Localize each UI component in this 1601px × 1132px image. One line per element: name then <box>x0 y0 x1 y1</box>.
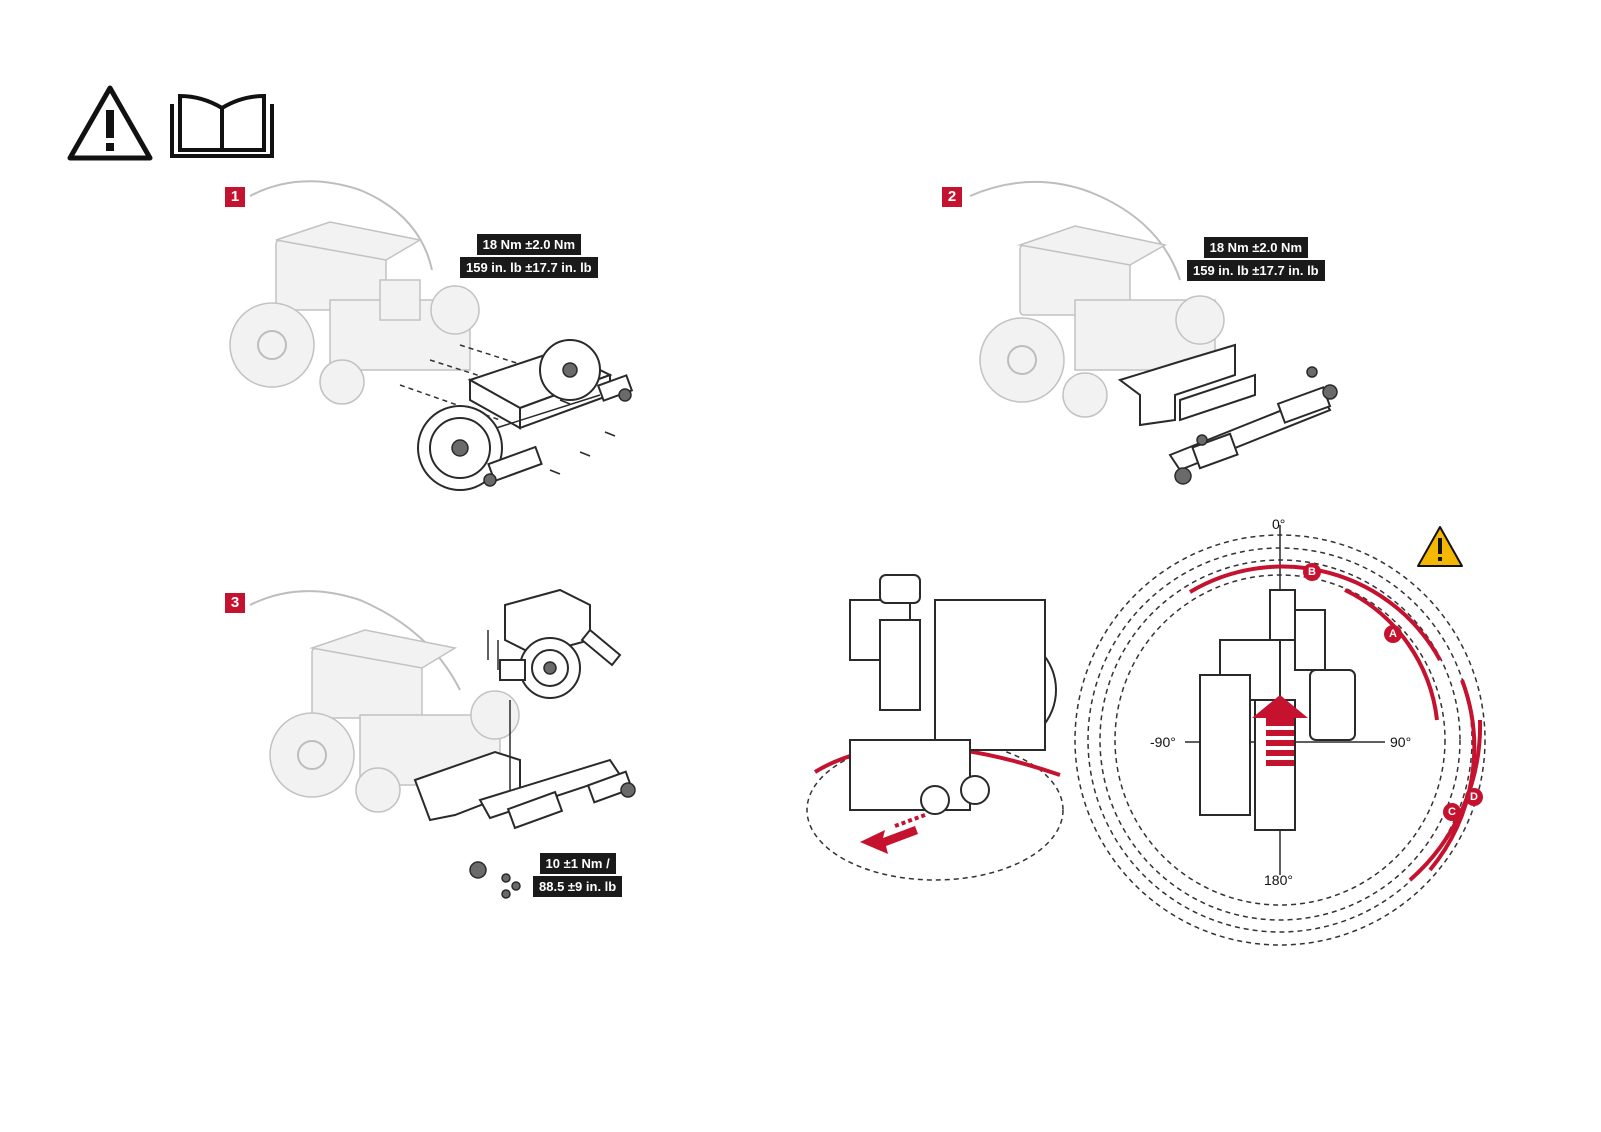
arc-label-a: A <box>1389 628 1397 640</box>
step1-illustration <box>229 180 634 491</box>
torque-metric: 18 Nm ±2.0 Nm <box>1203 237 1309 258</box>
torque-imperial: 88.5 ±9 in. lb <box>533 876 623 897</box>
step2-illustration <box>969 181 1338 485</box>
angle-label-top: 0° <box>1272 516 1286 532</box>
step-badge-2: 2 <box>942 187 962 207</box>
torque-metric: 10 ±1 Nm / <box>539 853 616 874</box>
arc-label-d: D <box>1470 791 1478 803</box>
torque-label-step3: 10 ±1 Nm / 88.5 ±9 in. lb <box>533 853 623 897</box>
torque-metric: 18 Nm ±2.0 Nm <box>476 234 582 255</box>
angle-label-right: 90° <box>1390 734 1412 750</box>
warning-icon <box>67 85 153 161</box>
torque-imperial: 159 in. lb ±17.7 in. lb <box>460 257 598 278</box>
arc-label-b: B <box>1308 566 1316 578</box>
step3-illustration <box>249 588 636 899</box>
angle-label-bottom: 180° <box>1264 872 1293 888</box>
rotation-diagram <box>1074 525 1486 946</box>
angle-label-left: -90° <box>1150 734 1176 750</box>
torque-label-step2: 18 Nm ±2.0 Nm 159 in. lb ±17.7 in. lb <box>1187 237 1325 281</box>
torque-label-step1: 18 Nm ±2.0 Nm 159 in. lb ±17.7 in. lb <box>460 234 598 278</box>
step-badge-1: 1 <box>225 187 245 207</box>
caution-icon <box>1417 526 1463 567</box>
step-badge-3: 3 <box>225 593 245 613</box>
arc-label-c: C <box>1448 806 1456 818</box>
tractor-rotation-illustration <box>806 574 1064 881</box>
manual-book-icon <box>170 93 274 158</box>
torque-imperial: 159 in. lb ±17.7 in. lb <box>1187 260 1325 281</box>
